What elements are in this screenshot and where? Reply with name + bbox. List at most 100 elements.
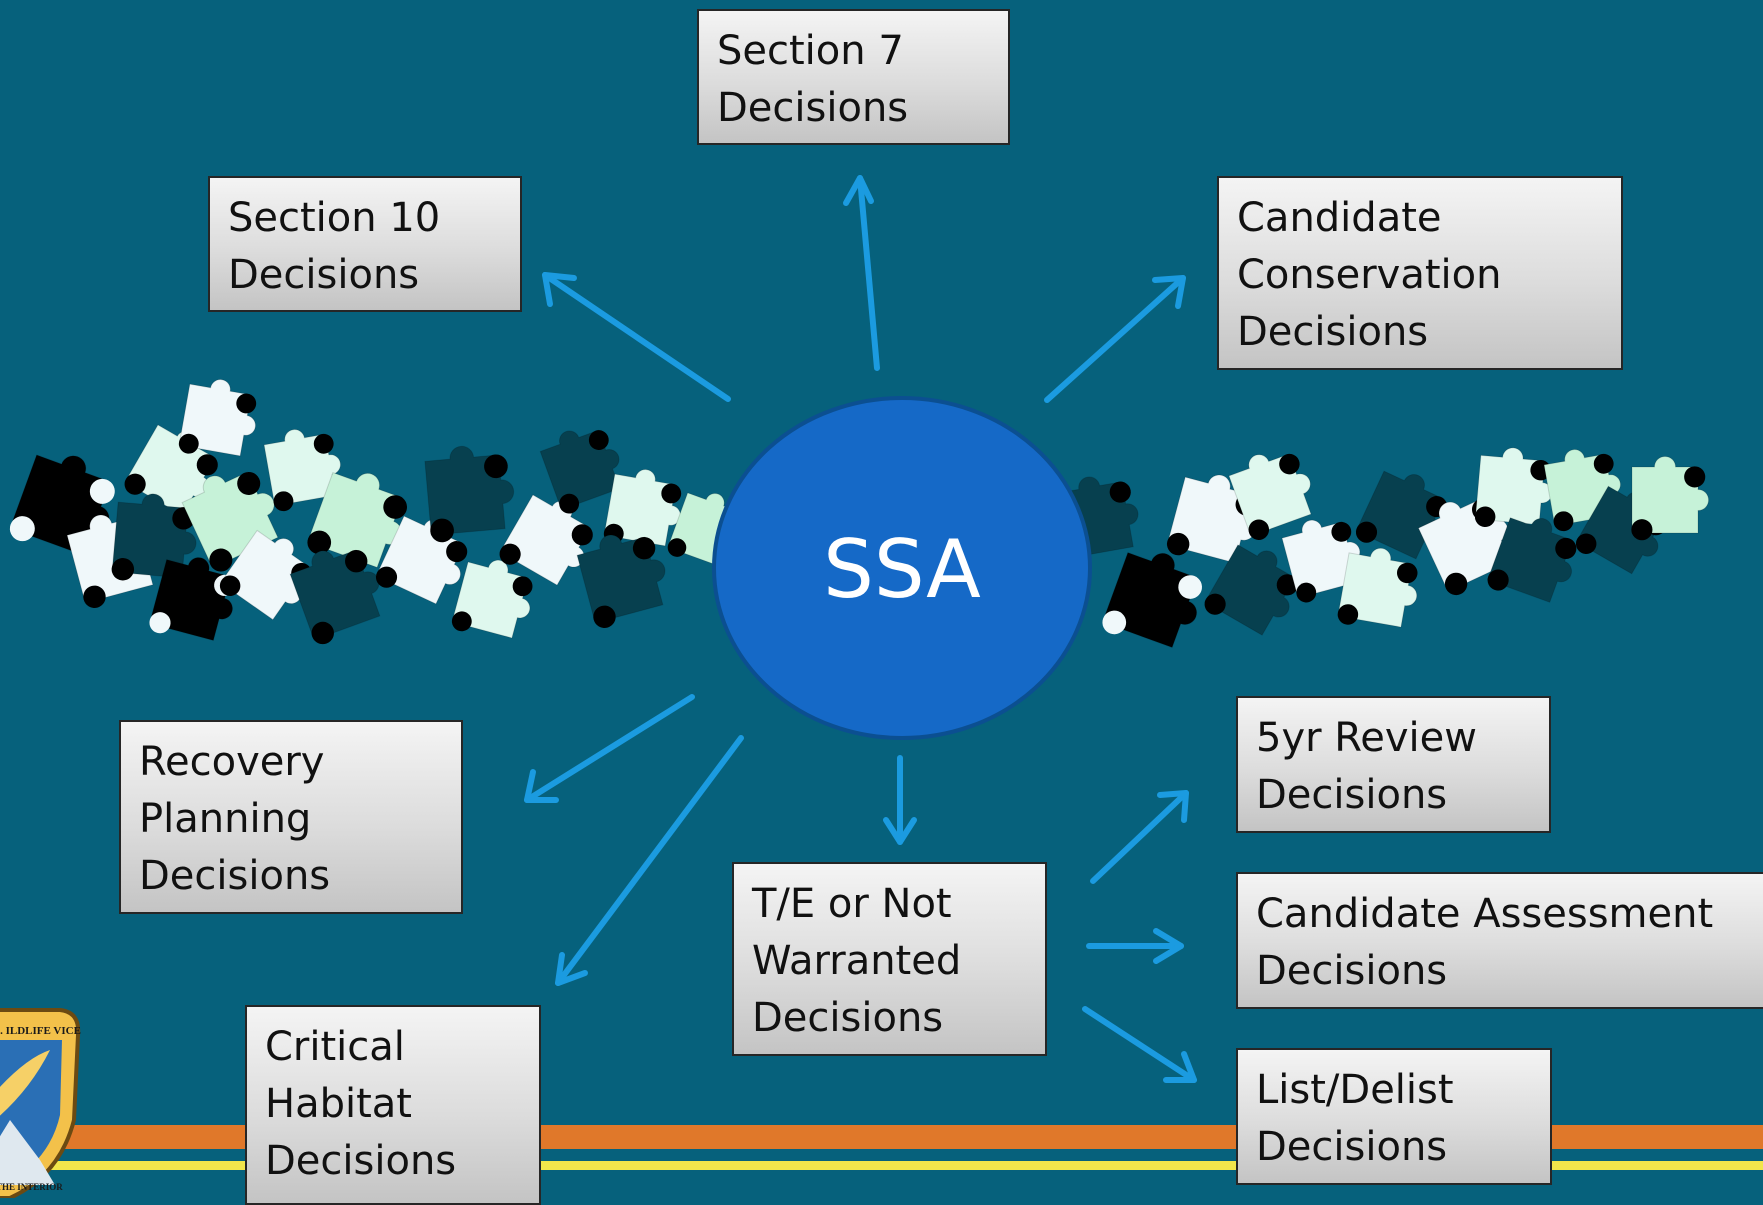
puzzle-knob — [484, 454, 508, 479]
box-text-line: Decisions — [1256, 772, 1448, 818]
box-text-line: Planning — [139, 796, 312, 842]
puzzle-knob — [1276, 574, 1298, 596]
puzzle-piece — [1487, 517, 1577, 603]
puzzle-knob — [1553, 511, 1574, 532]
puzzle-knob — [313, 433, 334, 454]
puzzle-knob — [307, 530, 332, 555]
box-text-line: Decisions — [752, 995, 944, 1041]
puzzle-knob — [1248, 519, 1270, 540]
puzzle-piece — [263, 429, 341, 512]
puzzle-knob — [9, 516, 35, 542]
puzzle-knob — [499, 543, 521, 565]
logo-text-bottom: THE INTERIOR — [0, 1182, 63, 1192]
box-text-line: Recovery — [139, 739, 325, 785]
puzzle-knob — [1279, 453, 1300, 475]
puzzle-knob — [1555, 537, 1577, 560]
puzzle-knob — [512, 576, 533, 597]
puzzle-knob — [1575, 533, 1597, 554]
arrow-to-5yr-review — [1090, 790, 1189, 884]
arrow-to-section7 — [843, 175, 880, 371]
puzzle-knob — [1593, 453, 1614, 474]
box-text-line: Decisions — [1256, 1124, 1448, 1170]
puzzle-piece — [1101, 551, 1202, 649]
puzzle-knob — [430, 518, 454, 543]
puzzle-piece — [1337, 547, 1418, 628]
puzzle-knob — [124, 473, 146, 495]
box-text-line: Decisions — [228, 252, 420, 298]
section10-decisions-box: Section 10 Decisions — [208, 176, 522, 312]
box-text-line: Habitat — [265, 1081, 412, 1127]
arrow-to-candidate-assessment — [1086, 928, 1184, 964]
puzzle-knob — [375, 566, 398, 588]
usfws-logo: S. ILDLIFE VICE THE INTERIOR — [0, 1008, 81, 1198]
section7-decisions-box: Section 7 Decisions — [697, 9, 1010, 145]
puzzle-piece — [424, 445, 515, 543]
puzzle-knob — [83, 585, 106, 608]
logo-text-top: S. ILDLIFE VICE — [0, 1025, 81, 1037]
puzzle-knob — [111, 558, 135, 581]
puzzle-piece — [1228, 453, 1312, 540]
puzzle-knob — [1474, 506, 1496, 527]
arrow-to-candidate-conservation — [1044, 275, 1186, 403]
puzzle-knob — [1487, 569, 1509, 591]
puzzle-knob — [149, 612, 171, 634]
puzzle-knob — [237, 471, 261, 495]
puzzle-knob — [1178, 575, 1202, 599]
box-text-line: Decisions — [717, 85, 909, 131]
logo-mountain-icon — [0, 1120, 55, 1185]
puzzle-knob — [559, 493, 580, 514]
puzzle-knob — [632, 536, 656, 560]
puzzle-knob — [451, 611, 472, 632]
puzzle-knob — [236, 393, 257, 414]
arrow-to-recovery-planning — [524, 694, 695, 803]
puzzle-knob — [209, 548, 233, 572]
box-text-line: 5yr Review — [1256, 715, 1477, 761]
arrows — [524, 175, 1197, 1083]
puzzle-pieces-band — [9, 379, 1709, 649]
puzzle-knob — [593, 605, 616, 628]
box-text-line: Decisions — [1256, 948, 1448, 994]
puzzle-knob — [1631, 519, 1653, 541]
arrow-to-critical-habitat — [555, 735, 744, 986]
puzzle-piece — [451, 559, 533, 639]
yellow-stripe — [0, 1161, 1763, 1170]
box-text-line: Decisions — [1237, 309, 1429, 355]
puzzle-piece — [178, 379, 257, 457]
box-text-line: Warranted — [752, 938, 962, 984]
puzzle-knob — [1109, 481, 1131, 503]
puzzle-knob — [588, 430, 609, 450]
puzzle-knob — [219, 575, 241, 596]
puzzle-knob — [1355, 521, 1378, 543]
box-text-line: T/E or Not — [752, 881, 952, 927]
puzzle-knob — [345, 550, 368, 573]
box-text-line: Section 7 — [717, 28, 904, 74]
puzzle-knob — [1204, 593, 1226, 615]
arrow-to-te-not-warranted — [883, 755, 917, 845]
puzzle-piece — [539, 429, 621, 514]
puzzle-knob — [1102, 610, 1127, 635]
box-text-line: Conservation — [1237, 252, 1502, 298]
ssa-label: SSA — [823, 523, 981, 616]
arrow-to-list-delist — [1082, 1006, 1197, 1083]
box-text-line: Critical — [265, 1024, 405, 1070]
puzzle-piece — [1281, 519, 1361, 603]
puzzle-piece — [306, 471, 407, 569]
box-text-line: List/Delist — [1256, 1067, 1454, 1113]
ssa-node: SSA — [712, 396, 1092, 740]
box-text-line: Candidate — [1237, 195, 1442, 241]
puzzle-knob — [196, 454, 218, 476]
logo-bird-icon — [0, 1050, 50, 1116]
puzzle-knob — [383, 495, 407, 519]
puzzle-knob — [1397, 562, 1418, 584]
puzzle-knob — [178, 433, 199, 454]
box-text-line: Section 10 — [228, 195, 441, 241]
puzzle-piece — [499, 494, 593, 586]
